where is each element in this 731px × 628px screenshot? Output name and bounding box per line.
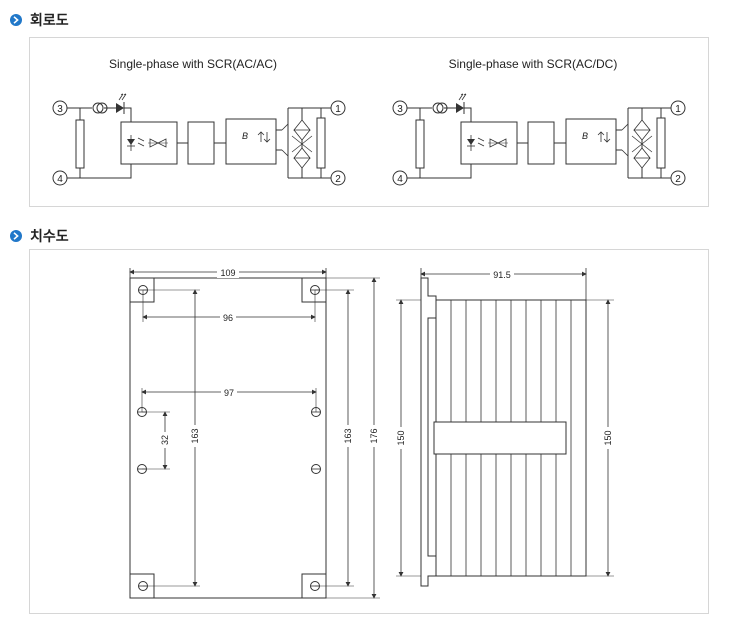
front-view: 109 96 97 32 163 163 176	[129, 266, 380, 599]
circuit-ac-dc-caption: Single-phase with SCR(AC/DC)	[449, 57, 618, 71]
side-view: 91.5 150 150	[395, 268, 614, 587]
circuit-title-text: 회로도	[30, 12, 69, 28]
dim-side-height-right: 150	[603, 430, 613, 445]
block-label-b: B	[582, 131, 588, 141]
dim-height-overall: 176	[369, 428, 379, 443]
circuit-ac-ac: Single-phase with SCR(AC/AC) B 3 4 1 2	[52, 57, 346, 186]
circuit-diagrams-svg: Single-phase with SCR(AC/AC) B 3 4 1 2 S…	[52, 57, 686, 186]
chevron-right-icon	[10, 230, 22, 242]
terminal-1-label: 1	[675, 104, 681, 115]
dimension-title-text: 치수도	[30, 228, 69, 244]
chevron-right-icon	[10, 14, 22, 26]
circuit-ac-ac-caption: Single-phase with SCR(AC/AC)	[109, 57, 277, 71]
dim-depth: 91.5	[493, 270, 511, 280]
dimension-drawing-panel: 109 96 97 32 163 163 176	[29, 249, 709, 614]
terminal-1-label: 1	[335, 104, 341, 115]
circuit-ac-dc: Single-phase with SCR(AC/DC) B 3 4 1 2	[392, 57, 686, 186]
circuit-diagram-panel: Single-phase with SCR(AC/AC) B 3 4 1 2 S…	[29, 37, 709, 207]
terminal-2-label: 2	[335, 174, 341, 185]
dim-height-inner: 163	[190, 428, 200, 443]
dim-width-overall: 109	[220, 268, 235, 278]
block-label-b: B	[242, 131, 248, 141]
dim-height-right: 163	[343, 428, 353, 443]
dim-side-height-left: 150	[396, 430, 406, 445]
dim-hole-span-mid: 97	[224, 388, 234, 398]
circuit-section-title: 회로도	[10, 10, 69, 30]
terminal-4-label: 4	[397, 174, 403, 185]
dim-hole-span-top: 96	[223, 313, 233, 323]
dim-hole-vertical-gap: 32	[160, 435, 170, 445]
terminal-4-label: 4	[57, 174, 63, 185]
terminal-3-label: 3	[397, 104, 403, 115]
terminal-2-label: 2	[675, 174, 681, 185]
dimension-drawings-svg: 109 96 97 32 163 163 176	[129, 266, 614, 599]
dimension-section-title: 치수도	[10, 226, 69, 246]
terminal-3-label: 3	[57, 104, 63, 115]
